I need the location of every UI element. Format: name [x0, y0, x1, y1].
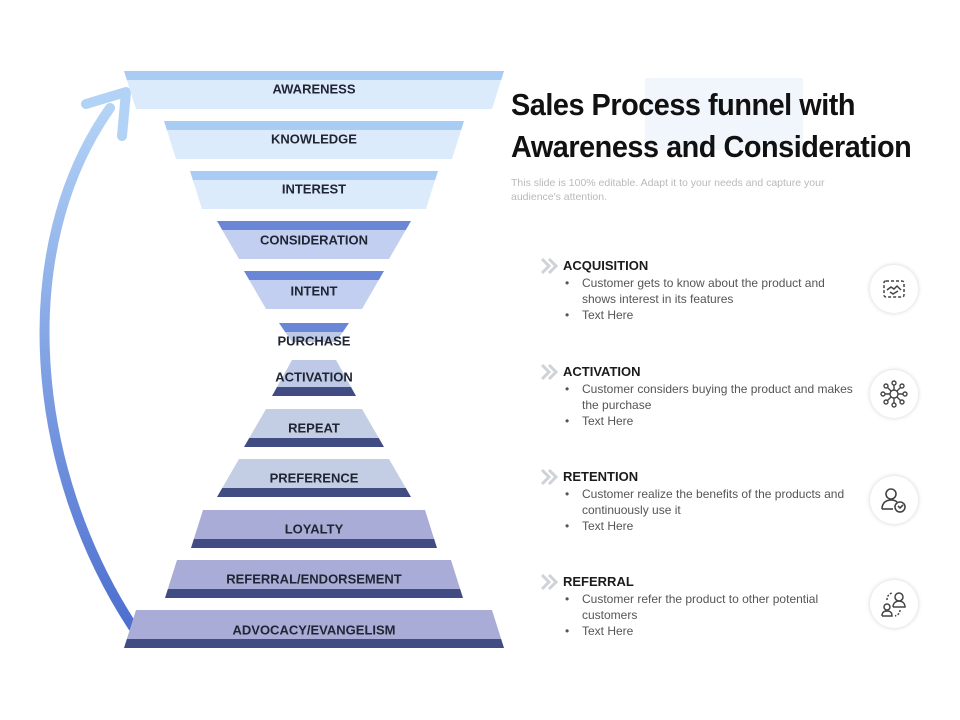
stage-body — [126, 610, 502, 639]
stage-label: AWARENESS — [272, 81, 355, 96]
stage-accent-band — [165, 589, 463, 598]
bullet-item: Customer realize the benefits of the pro… — [563, 486, 853, 518]
stage-label: REPEAT — [288, 420, 340, 435]
funnel-stage-repeat: REPEAT — [244, 409, 384, 447]
stage-accent-band — [244, 438, 384, 447]
funnel-stage-activation: ACTIVATION — [272, 360, 356, 396]
chevron-double-icon — [540, 469, 559, 485]
stage-accent-band — [244, 271, 384, 280]
stage-body — [166, 130, 462, 159]
title-line-1: Sales Process funnel with — [511, 87, 856, 122]
bullet-item: Customer considers buying the product an… — [563, 381, 853, 413]
stage-body — [193, 510, 435, 539]
stage-accent-band — [217, 221, 411, 230]
chevron-double-icon — [540, 258, 559, 274]
stage-accent-band — [124, 639, 504, 648]
bullet-item: Text Here — [563, 413, 853, 429]
users-referral-icon — [870, 580, 918, 628]
stage-body — [249, 409, 379, 438]
subtitle: This slide is 100% editable. Adapt it to… — [511, 177, 825, 203]
stage-label: PURCHASE — [278, 333, 351, 348]
step-title: REFERRAL — [563, 574, 634, 589]
stage-body — [222, 230, 406, 259]
bullet-item: Customer refer the product to other pote… — [563, 591, 853, 623]
title-backdrop — [645, 78, 803, 150]
bullet-item: Text Here — [563, 307, 853, 323]
funnel-stage-loyalty: LOYALTY — [191, 510, 437, 548]
funnel-stage-advocacy-evangelism: ADVOCACY/EVANGELISM — [124, 610, 504, 648]
step-bullets: Customer gets to know about the product … — [563, 275, 853, 323]
chevron-double-icon — [540, 574, 559, 590]
step-title: RETENTION — [563, 469, 639, 484]
stage-accent-band — [217, 488, 411, 497]
stage-body — [285, 332, 343, 342]
step-bullets: Customer considers buying the product an… — [563, 381, 853, 429]
stage-label: LOYALTY — [285, 521, 344, 536]
stage-label: PREFERENCE — [270, 470, 359, 485]
stage-accent-band — [272, 387, 356, 396]
stage-label: ACTIVATION — [275, 369, 353, 384]
stage-body — [249, 280, 379, 309]
step-title: ACQUISITION — [563, 258, 649, 273]
bullet-item: Text Here — [563, 518, 853, 534]
funnel-stage-preference: PREFERENCE — [217, 459, 411, 497]
step-bullets: Customer refer the product to other pote… — [563, 591, 853, 639]
stage-accent-band — [190, 171, 438, 180]
title-line-2: Awareness and Consideration — [511, 129, 912, 164]
bullet-item: Customer gets to know about the product … — [563, 275, 853, 307]
stage-accent-band — [279, 323, 349, 332]
stage-body — [167, 560, 461, 589]
funnel-stage-intent: INTENT — [244, 271, 384, 309]
chevron-double-icon — [540, 364, 559, 380]
user-sync-icon — [870, 476, 918, 524]
stage-label: KNOWLEDGE — [271, 131, 357, 146]
upward-curved-arrow — [39, 87, 138, 632]
stage-body — [192, 180, 436, 209]
stage-accent-band — [124, 71, 504, 80]
stage-body — [222, 459, 406, 488]
stage-accent-band — [164, 121, 464, 130]
stage-body — [126, 80, 502, 109]
funnel-stage-interest: INTEREST — [190, 171, 438, 209]
stage-body — [277, 360, 351, 387]
step-title: ACTIVATION — [563, 364, 641, 379]
page-title: Sales Process funnel with Awareness and … — [511, 84, 920, 168]
stage-label: INTENT — [291, 283, 338, 298]
stage-label: ADVOCACY/EVANGELISM — [233, 622, 396, 637]
funnel-stage-consideration: CONSIDERATION — [217, 221, 411, 259]
step-bullets: Customer realize the benefits of the pro… — [563, 486, 853, 534]
funnel-stage-purchase: PURCHASE — [278, 323, 351, 348]
funnel-stage-awareness: AWARENESS — [124, 71, 504, 109]
stage-label: CONSIDERATION — [260, 232, 368, 247]
stage-label: REFERRAL/ENDORSEMENT — [226, 571, 402, 586]
funnel-stage-referral-endorsement: REFERRAL/ENDORSEMENT — [165, 560, 463, 598]
bullet-item: Text Here — [563, 623, 853, 639]
stage-label: INTEREST — [282, 181, 346, 196]
stage-accent-band — [191, 539, 437, 548]
network-icon — [870, 370, 918, 418]
handshake-icon — [870, 265, 918, 313]
funnel-stage-knowledge: KNOWLEDGE — [164, 121, 464, 159]
